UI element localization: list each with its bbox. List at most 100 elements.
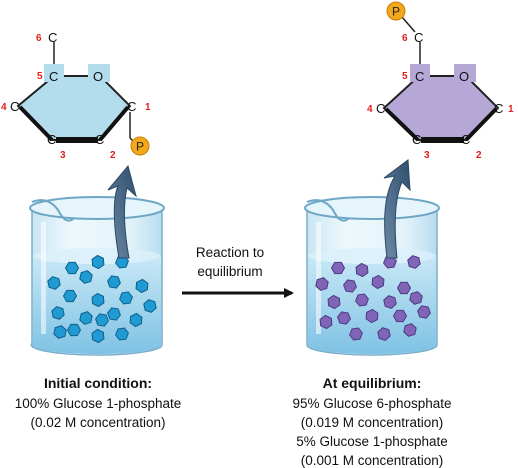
sugar-molecule bbox=[371, 274, 385, 290]
right-atom-c5: C bbox=[415, 69, 424, 84]
right-beaker-rim bbox=[304, 196, 440, 220]
right-num-4: 4 bbox=[367, 104, 373, 115]
left-glucose-ring: C C O C C C C 6 5 4 1 3 2 P bbox=[1, 30, 151, 161]
sugar-molecule bbox=[79, 311, 93, 325]
left-num-6: 6 bbox=[36, 33, 42, 44]
sugar-molecule bbox=[349, 327, 363, 341]
right-beaker-liquid-surface bbox=[308, 248, 436, 264]
sugar-molecule bbox=[47, 276, 61, 290]
sugar-molecule bbox=[62, 289, 78, 303]
sugar-molecule bbox=[51, 306, 65, 320]
sugar-molecule bbox=[365, 308, 379, 324]
left-num-2: 2 bbox=[110, 150, 116, 161]
sugar-molecule bbox=[396, 281, 412, 295]
right-beaker bbox=[304, 196, 440, 356]
right-num-3: 3 bbox=[424, 150, 430, 161]
right-num-1: 1 bbox=[508, 104, 514, 115]
left-atom-c2: C bbox=[95, 132, 104, 147]
right-num-5: 5 bbox=[402, 71, 408, 82]
right-caption-title: At equilibrium: bbox=[323, 375, 422, 391]
left-phosphate-label: P bbox=[136, 140, 144, 154]
sugar-molecule bbox=[143, 299, 157, 313]
sugar-molecule bbox=[95, 313, 109, 327]
left-atom-c4: C bbox=[10, 99, 19, 114]
sugar-molecule bbox=[319, 314, 333, 330]
left-ring-shape bbox=[16, 75, 132, 141]
reaction-arrow-label-line2: equilibrium bbox=[197, 264, 262, 279]
left-atom-c3: C bbox=[47, 132, 56, 147]
right-caption-line3: 5% Glucose 1-phosphate bbox=[296, 434, 448, 449]
left-beaker-molecules bbox=[47, 254, 157, 344]
sugar-molecule bbox=[330, 261, 346, 275]
sugar-molecule bbox=[91, 328, 105, 344]
sugar-molecule bbox=[315, 277, 329, 291]
right-beaker-spout bbox=[306, 199, 350, 222]
right-atom-c2: C bbox=[461, 132, 470, 147]
left-num-3: 3 bbox=[60, 150, 66, 161]
right-phosphate-circle bbox=[386, 1, 406, 21]
right-atom-c1: C bbox=[494, 101, 503, 116]
left-atom-o: O bbox=[93, 69, 103, 84]
right-ring-bond-front-left bbox=[384, 107, 420, 142]
right-glucose-ring: C C O C C C C 6 5 4 1 3 2 P bbox=[367, 1, 514, 161]
sugar-molecule bbox=[107, 307, 121, 321]
left-ring-bond-front-left bbox=[18, 105, 54, 142]
left-beaker-highlight bbox=[41, 222, 46, 334]
left-atom-c6: C bbox=[48, 30, 57, 45]
sugar-molecule bbox=[343, 279, 357, 293]
sugar-molecule bbox=[355, 262, 369, 278]
sugar-molecule bbox=[327, 294, 341, 310]
right-ring-bond-front-right bbox=[464, 107, 498, 142]
left-atom-c1: C bbox=[127, 99, 136, 114]
sugar-molecule bbox=[409, 291, 423, 305]
left-num-4: 4 bbox=[1, 102, 7, 113]
right-caption-line4: (0.001 M concentration) bbox=[301, 453, 444, 468]
left-curved-arrow bbox=[107, 164, 137, 259]
left-ring-bond-front-right bbox=[98, 105, 130, 142]
sugar-molecule bbox=[383, 255, 397, 269]
sugar-molecule bbox=[91, 292, 105, 308]
sugar-molecule bbox=[119, 291, 133, 305]
left-caption-title: Initial condition: bbox=[44, 375, 152, 391]
left-phosphate-circle bbox=[130, 136, 150, 156]
sugar-molecule bbox=[53, 325, 67, 339]
sugar-molecule bbox=[115, 327, 129, 341]
right-beaker-molecules bbox=[315, 255, 431, 341]
right-caption-line1: 95% Glucose 6-phosphate bbox=[292, 396, 451, 411]
right-caption-line2: (0.019 M concentration) bbox=[301, 415, 444, 430]
right-atom-c6: C bbox=[414, 30, 423, 45]
sugar-molecule bbox=[115, 255, 129, 269]
left-caption-line2: (0.02 M concentration) bbox=[30, 415, 165, 430]
sugar-molecule bbox=[383, 295, 397, 309]
right-curved-arrow bbox=[383, 159, 411, 259]
right-beaker-highlight bbox=[316, 222, 321, 334]
left-beaker-spout bbox=[31, 199, 75, 222]
sugar-molecule bbox=[337, 311, 351, 325]
left-caption-line1: 100% Glucose 1-phosphate bbox=[15, 396, 182, 411]
right-phosphate-label: P bbox=[392, 5, 400, 19]
right-num-2: 2 bbox=[476, 150, 482, 161]
right-atom-c3: C bbox=[412, 132, 421, 147]
right-beaker-liquid bbox=[308, 256, 436, 354]
sugar-molecule bbox=[355, 293, 369, 307]
right-ring-shape bbox=[382, 75, 500, 141]
sugar-molecule bbox=[107, 275, 121, 289]
sugar-molecule bbox=[407, 255, 421, 269]
sugar-molecule bbox=[79, 270, 93, 284]
sugar-molecule bbox=[135, 278, 149, 294]
right-c6-p-bond bbox=[401, 16, 416, 33]
sugar-molecule bbox=[129, 312, 143, 328]
left-num-5: 5 bbox=[37, 71, 43, 82]
sugar-molecule bbox=[377, 327, 391, 341]
sugar-molecule bbox=[392, 309, 408, 323]
left-beaker-rim bbox=[29, 196, 165, 220]
right-num-6: 6 bbox=[402, 33, 408, 44]
right-atom-c4: C bbox=[376, 101, 385, 116]
reaction-arrow-label-line1: Reaction to bbox=[196, 245, 264, 260]
left-num-1: 1 bbox=[145, 102, 151, 113]
sugar-molecule bbox=[66, 323, 82, 337]
left-atom-c5: C bbox=[49, 69, 58, 84]
right-atom-o: O bbox=[459, 69, 469, 84]
sugar-molecule bbox=[403, 323, 417, 337]
